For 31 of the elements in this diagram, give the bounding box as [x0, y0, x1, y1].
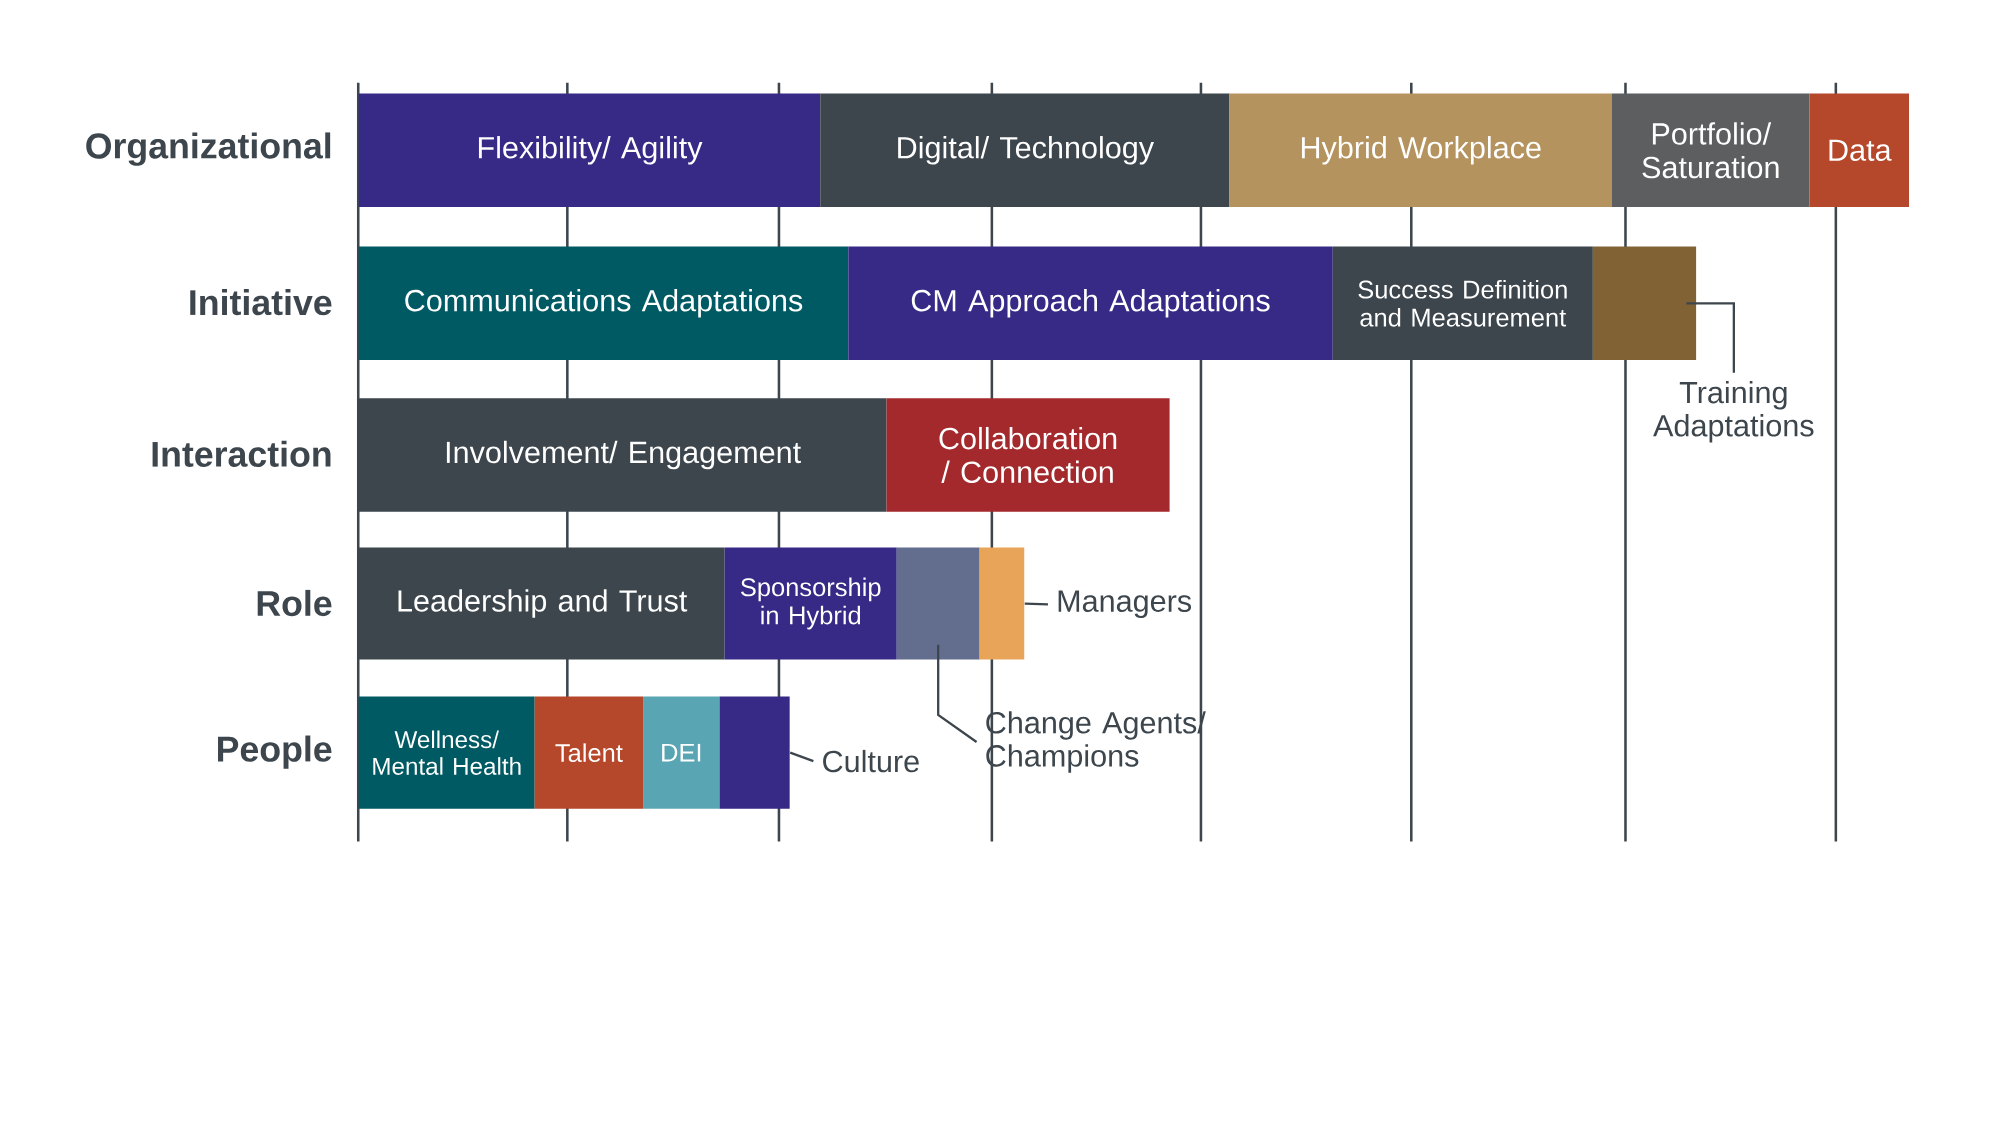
bar-segment: CM Approach Adaptations: [848, 246, 1333, 361]
row-label: People: [218, 735, 332, 769]
bar-segment: Collaboration / Connection: [886, 398, 1170, 512]
bar-segment: Involvement/ Engagement: [358, 398, 887, 512]
leader-label: Culture: [823, 750, 919, 773]
bar-segment: Digital/ Technology: [820, 93, 1230, 208]
bar-segment: Wellness/ Mental Health: [358, 696, 535, 809]
bar-segment: [896, 547, 980, 660]
bar-segment: [979, 547, 1025, 660]
bar-segment: Data: [1809, 93, 1909, 208]
bar-segment: Hybrid Workplace: [1229, 93, 1612, 208]
leader-line: [937, 645, 978, 744]
leader-line: [789, 751, 814, 763]
row-label: Organizational: [86, 132, 331, 167]
row-label: Interaction: [152, 440, 331, 468]
leader-line: [1686, 302, 1735, 373]
bar-segment: Leadership and Trust: [358, 547, 725, 660]
bar-segment: DEI: [643, 696, 720, 809]
leader-label: Training Adaptations: [1653, 381, 1814, 443]
row-label: Role: [257, 590, 332, 617]
leader-label: Managers: [1058, 590, 1192, 619]
bar-segment: [1592, 246, 1697, 361]
bar-segment: [719, 696, 790, 809]
bar-segment: Portfolio/ Saturation: [1611, 93, 1810, 208]
bar-segment: Sponsorship in Hybrid: [724, 547, 897, 660]
leader-line: [1024, 602, 1048, 606]
bar-segment: Communications Adaptations: [358, 246, 849, 361]
bar-segment: Talent: [534, 696, 644, 809]
bar-segment: Success Definition and Measurement: [1332, 246, 1593, 361]
row-label: Initiative: [190, 289, 332, 316]
bar-segment: Flexibility/ Agility: [358, 93, 821, 208]
